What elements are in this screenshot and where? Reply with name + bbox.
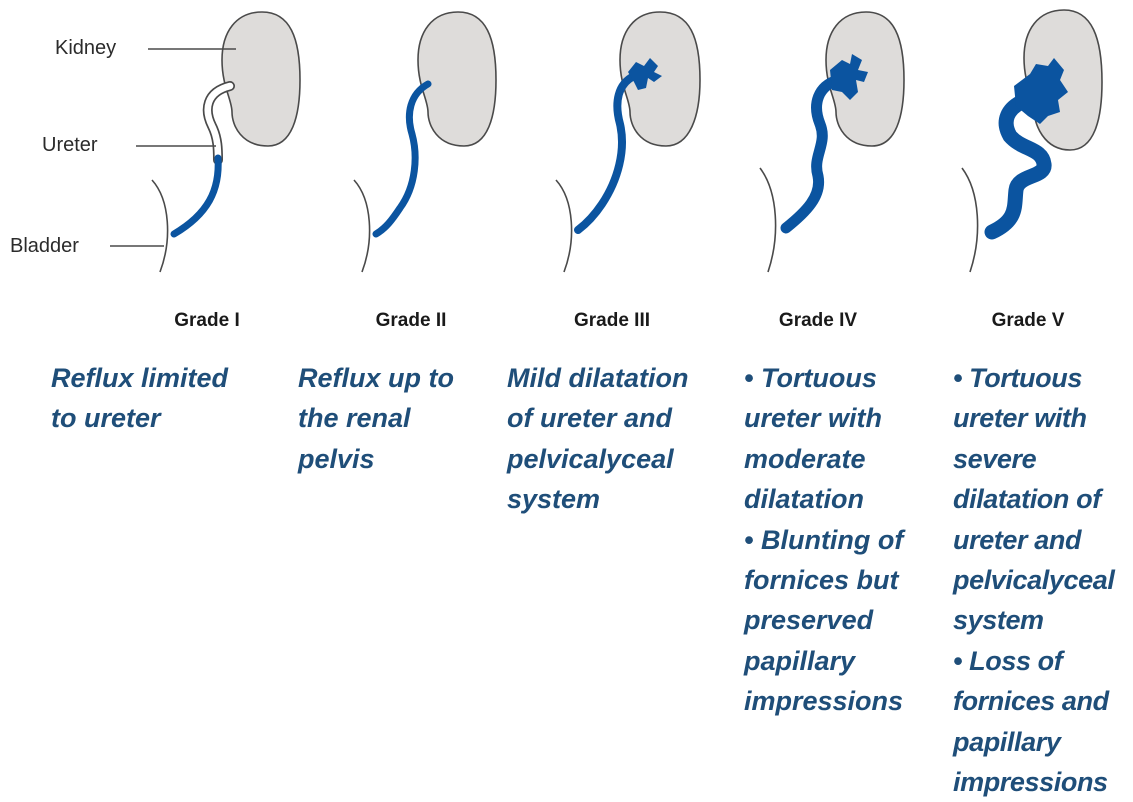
grade-5-bladder-wall	[962, 168, 978, 272]
grade-5-description-line: fornices and	[953, 681, 1114, 721]
grade-2-description-line: Reflux up to	[298, 358, 454, 398]
kidney-label: Kidney	[55, 38, 116, 58]
grade-4-illustration	[760, 12, 904, 272]
grade-4-description: • Tortuous ureter with moderate dilatati…	[744, 358, 903, 722]
grade-4-description-line: impressions	[744, 681, 903, 721]
grade-4-description-line: dilatation	[744, 479, 903, 519]
grade-4-description-line: papillary	[744, 641, 903, 681]
grade-2-title: Grade II	[331, 311, 491, 330]
grade-1-reflux	[174, 158, 218, 234]
grade-3-illustration	[556, 12, 700, 272]
grade-5-description-line: ureter and	[953, 520, 1114, 560]
grade-2-reflux	[376, 84, 428, 234]
grade-1-ureter-upper-inner	[208, 86, 230, 160]
grade-1-bladder-wall	[152, 180, 168, 272]
grade-4-description-line: fornices but	[744, 560, 903, 600]
grade-3-description-line: Mild dilatation	[507, 358, 689, 398]
grade-2-kidney	[418, 12, 496, 146]
grade-5-description-line: • Tortuous	[953, 358, 1114, 398]
bladder-label: Bladder	[10, 236, 79, 256]
grade-4-reflux-ureter	[786, 80, 838, 228]
grade-5-description: • Tortuous ureter with severe dilatation…	[953, 358, 1114, 802]
grade-1-kidney	[222, 12, 300, 146]
grade-5-description-line: dilatation of	[953, 479, 1114, 519]
grade-4-description-line: moderate	[744, 439, 903, 479]
grade-2-description-line: pelvis	[298, 439, 454, 479]
grade-4-description-line: • Blunting of	[744, 520, 903, 560]
grade-3-description: Mild dilatation of ureter and pelvicalyc…	[507, 358, 689, 520]
grade-2-description-line: the renal	[298, 398, 454, 438]
grade-2-illustration	[354, 12, 496, 272]
grade-1-description-line: Reflux limited	[51, 358, 228, 398]
grade-4-title: Grade IV	[738, 311, 898, 330]
ureter-label: Ureter	[42, 135, 98, 155]
grade-5-description-line: impressions	[953, 762, 1114, 802]
grade-2-description: Reflux up to the renal pelvis	[298, 358, 454, 479]
grade-3-reflux-ureter	[578, 76, 634, 230]
grade-3-bladder-wall	[556, 180, 572, 272]
grade-3-description-line: pelvicalyceal	[507, 439, 689, 479]
grade-5-illustration	[962, 10, 1102, 272]
grade-1-title: Grade I	[127, 311, 287, 330]
grade-3-description-line: of ureter and	[507, 398, 689, 438]
grade-1-description-line: to ureter	[51, 398, 228, 438]
grade-5-description-line: severe	[953, 439, 1114, 479]
grade-5-description-line: ureter with	[953, 398, 1114, 438]
grade-3-title: Grade III	[532, 311, 692, 330]
grade-3-description-line: system	[507, 479, 689, 519]
grade-1-description: Reflux limited to ureter	[51, 358, 228, 439]
grade-4-description-line: preserved	[744, 600, 903, 640]
grade-1-illustration	[152, 12, 300, 272]
grade-5-description-line: papillary	[953, 722, 1114, 762]
grade-4-description-line: ureter with	[744, 398, 903, 438]
grade-4-bladder-wall	[760, 168, 776, 272]
grade-4-description-line: • Tortuous	[744, 358, 903, 398]
grade-2-bladder-wall	[354, 180, 370, 272]
grade-5-title: Grade V	[948, 311, 1108, 330]
vur-grades-illustration	[0, 0, 1133, 290]
grade-5-description-line: • Loss of	[953, 641, 1114, 681]
grade-5-description-line: pelvicalyceal	[953, 560, 1114, 600]
grade-5-description-line: system	[953, 600, 1114, 640]
